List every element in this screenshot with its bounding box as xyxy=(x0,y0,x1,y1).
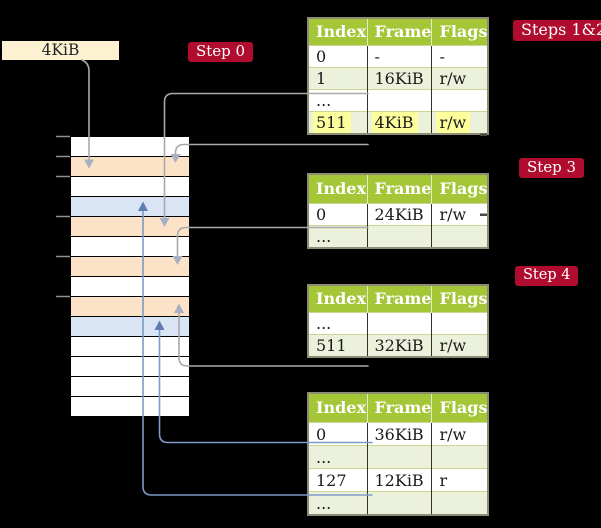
memory-frame-row-5 xyxy=(71,237,189,257)
highlight: 4KiB xyxy=(371,112,418,133)
badge-step-3: Step 3 xyxy=(519,158,585,179)
memory-address-ticks xyxy=(56,135,70,298)
memory-frame-row-2 xyxy=(71,177,189,197)
table-row: ... xyxy=(308,491,489,515)
col-header-index: Index xyxy=(308,174,368,204)
col-header-flags: Flags xyxy=(431,18,489,46)
memory-frame-row-6 xyxy=(71,257,189,277)
table-header-row: Index Frame Flags xyxy=(308,174,489,204)
table-row: 127 12KiB r xyxy=(308,468,489,492)
memory-frame-row-3 xyxy=(71,197,189,217)
table-row-highlighted: 511 4KiB r/w xyxy=(308,111,489,134)
memory-frame-row-13 xyxy=(71,397,189,416)
memory-frame-row-11 xyxy=(71,357,189,377)
page-table-steps-1-2: Index Frame Flags 0 - - 1 16KiB r/w ... … xyxy=(307,17,490,135)
table-row: ... xyxy=(308,312,489,335)
highlight: r/w xyxy=(436,112,471,133)
table-row: 0 24KiB r/w xyxy=(308,203,489,226)
memory-frame-row-0 xyxy=(71,137,189,157)
memory-frame-row-9 xyxy=(71,317,189,337)
table-row: ... xyxy=(308,89,489,112)
col-header-frame: Frame xyxy=(367,174,433,204)
page-table-final: Index Frame Flags 0 36KiB r/w ... 127 12… xyxy=(307,392,490,516)
col-header-index: Index xyxy=(308,393,368,423)
table-row: 0 36KiB r/w xyxy=(308,422,489,446)
table-row: 0 - - xyxy=(308,45,489,68)
table-header-row: Index Frame Flags xyxy=(308,18,489,46)
table-row: ... xyxy=(308,445,489,469)
badge-step-0: Step 0 xyxy=(188,42,254,63)
memory-frame-row-1 xyxy=(71,157,189,177)
physical-memory-column xyxy=(70,136,190,417)
frame-size-label: 4KiB xyxy=(2,41,119,60)
page-table-step-3: Index Frame Flags 0 24KiB r/w ... xyxy=(307,173,490,249)
table-row: 1 16KiB r/w xyxy=(308,67,489,90)
table-row: ... xyxy=(308,225,489,248)
col-header-frame: Frame xyxy=(367,393,433,423)
page-table-step-4: Index Frame Flags ... 511 32KiB r/w xyxy=(307,284,490,358)
highlight: 511 xyxy=(313,112,351,133)
memory-frame-row-8 xyxy=(71,297,189,317)
badge-step-4: Step 4 xyxy=(515,266,579,286)
col-header-index: Index xyxy=(308,18,368,46)
table-row: 511 32KiB r/w xyxy=(308,334,489,357)
table-header-row: Index Frame Flags xyxy=(308,285,489,313)
col-header-flags: Flags xyxy=(431,285,489,313)
memory-frame-row-4 xyxy=(71,217,189,237)
badge-steps-1-2: Steps 1&2 xyxy=(513,20,601,42)
col-header-flags: Flags xyxy=(431,393,489,423)
col-header-frame: Frame xyxy=(367,18,433,46)
col-header-frame: Frame xyxy=(367,285,433,313)
col-header-flags: Flags xyxy=(431,174,489,204)
table-header-row: Index Frame Flags xyxy=(308,393,489,423)
memory-frame-row-10 xyxy=(71,337,189,357)
col-header-index: Index xyxy=(308,285,368,313)
memory-frame-row-12 xyxy=(71,377,189,397)
memory-frame-row-7 xyxy=(71,277,189,297)
arrow-pt1-row511-to-frame-4kib xyxy=(174,143,369,155)
